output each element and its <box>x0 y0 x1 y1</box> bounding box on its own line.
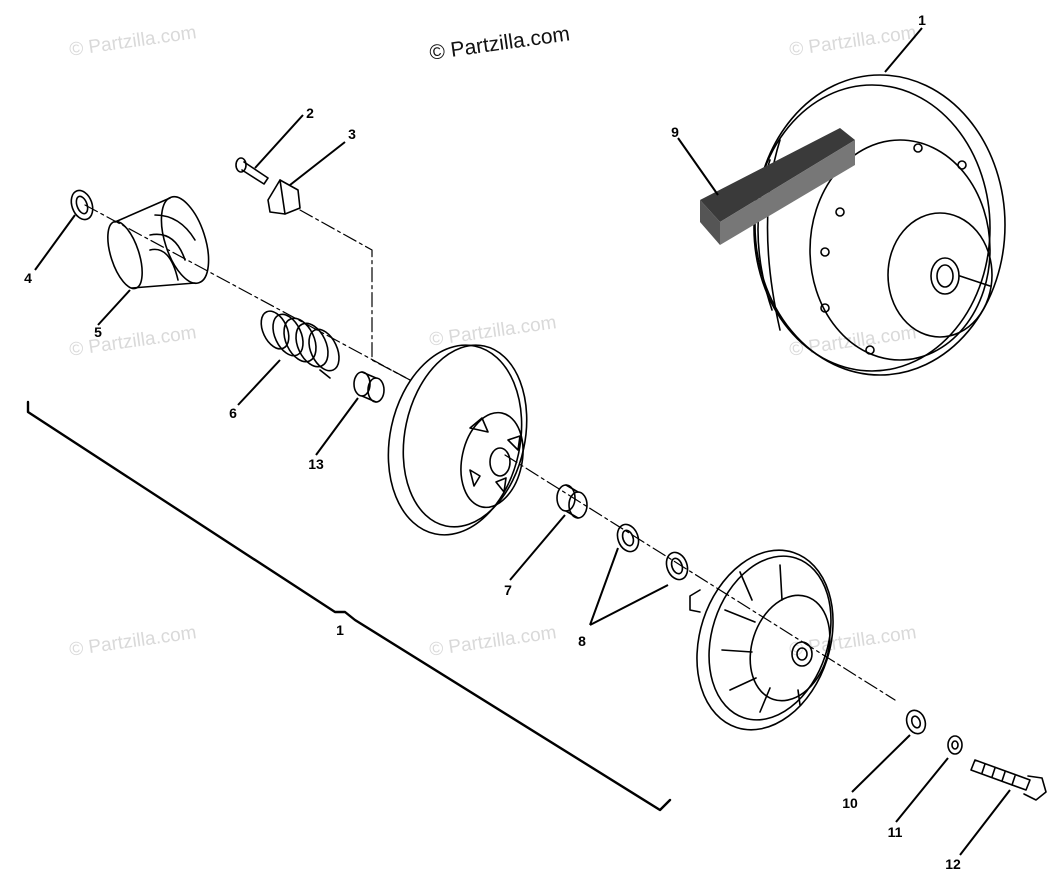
callout-9: 9 <box>671 124 679 140</box>
callout-11: 11 <box>887 824 903 840</box>
leader-1-top <box>884 27 923 73</box>
leader-13 <box>315 397 359 456</box>
leader-5 <box>97 289 131 326</box>
callout-3: 3 <box>348 126 356 142</box>
bracket-1 <box>26 400 672 812</box>
callout-8: 8 <box>578 633 586 649</box>
part-snap-ring <box>70 189 94 221</box>
part-spring <box>260 310 340 379</box>
part-pin <box>235 157 269 185</box>
axis-line-upper <box>84 204 411 381</box>
part-bushing-13 <box>353 371 385 403</box>
part-bushing-7 <box>556 484 588 519</box>
part-lock-washer-11 <box>947 735 963 755</box>
part-movable-sheave <box>689 549 834 731</box>
axis-line-pin <box>299 209 411 381</box>
callout-4: 4 <box>24 270 32 286</box>
leader-10 <box>851 734 911 793</box>
leader-9 <box>677 137 719 196</box>
callout-1-top: 1 <box>918 12 926 28</box>
callout-10: 10 <box>842 795 858 811</box>
part-washers <box>616 523 689 581</box>
part-stationary-sheave <box>387 344 528 536</box>
part-button <box>267 179 301 215</box>
leader-8 <box>589 547 669 626</box>
callout-1-bracket: 1 <box>336 622 344 638</box>
leader-12 <box>959 789 1011 856</box>
callout-12: 12 <box>945 856 961 872</box>
axis-line-lower <box>504 454 896 701</box>
part-helix-cam <box>107 195 210 290</box>
leader-3 <box>289 141 346 186</box>
leader-11 <box>895 757 949 823</box>
leader-4 <box>34 214 76 271</box>
part-washer-10 <box>905 709 927 735</box>
callout-6: 6 <box>229 405 237 421</box>
callout-2: 2 <box>306 105 314 121</box>
leader-6 <box>237 359 281 406</box>
part-drive-belt <box>700 128 855 245</box>
callout-7: 7 <box>504 582 512 598</box>
part-clutch-assembly <box>753 74 1006 376</box>
callout-5: 5 <box>94 324 102 340</box>
part-bolt-12 <box>970 759 1047 801</box>
leader-2 <box>254 114 304 169</box>
callout-13: 13 <box>308 456 324 472</box>
leader-7 <box>509 514 566 581</box>
